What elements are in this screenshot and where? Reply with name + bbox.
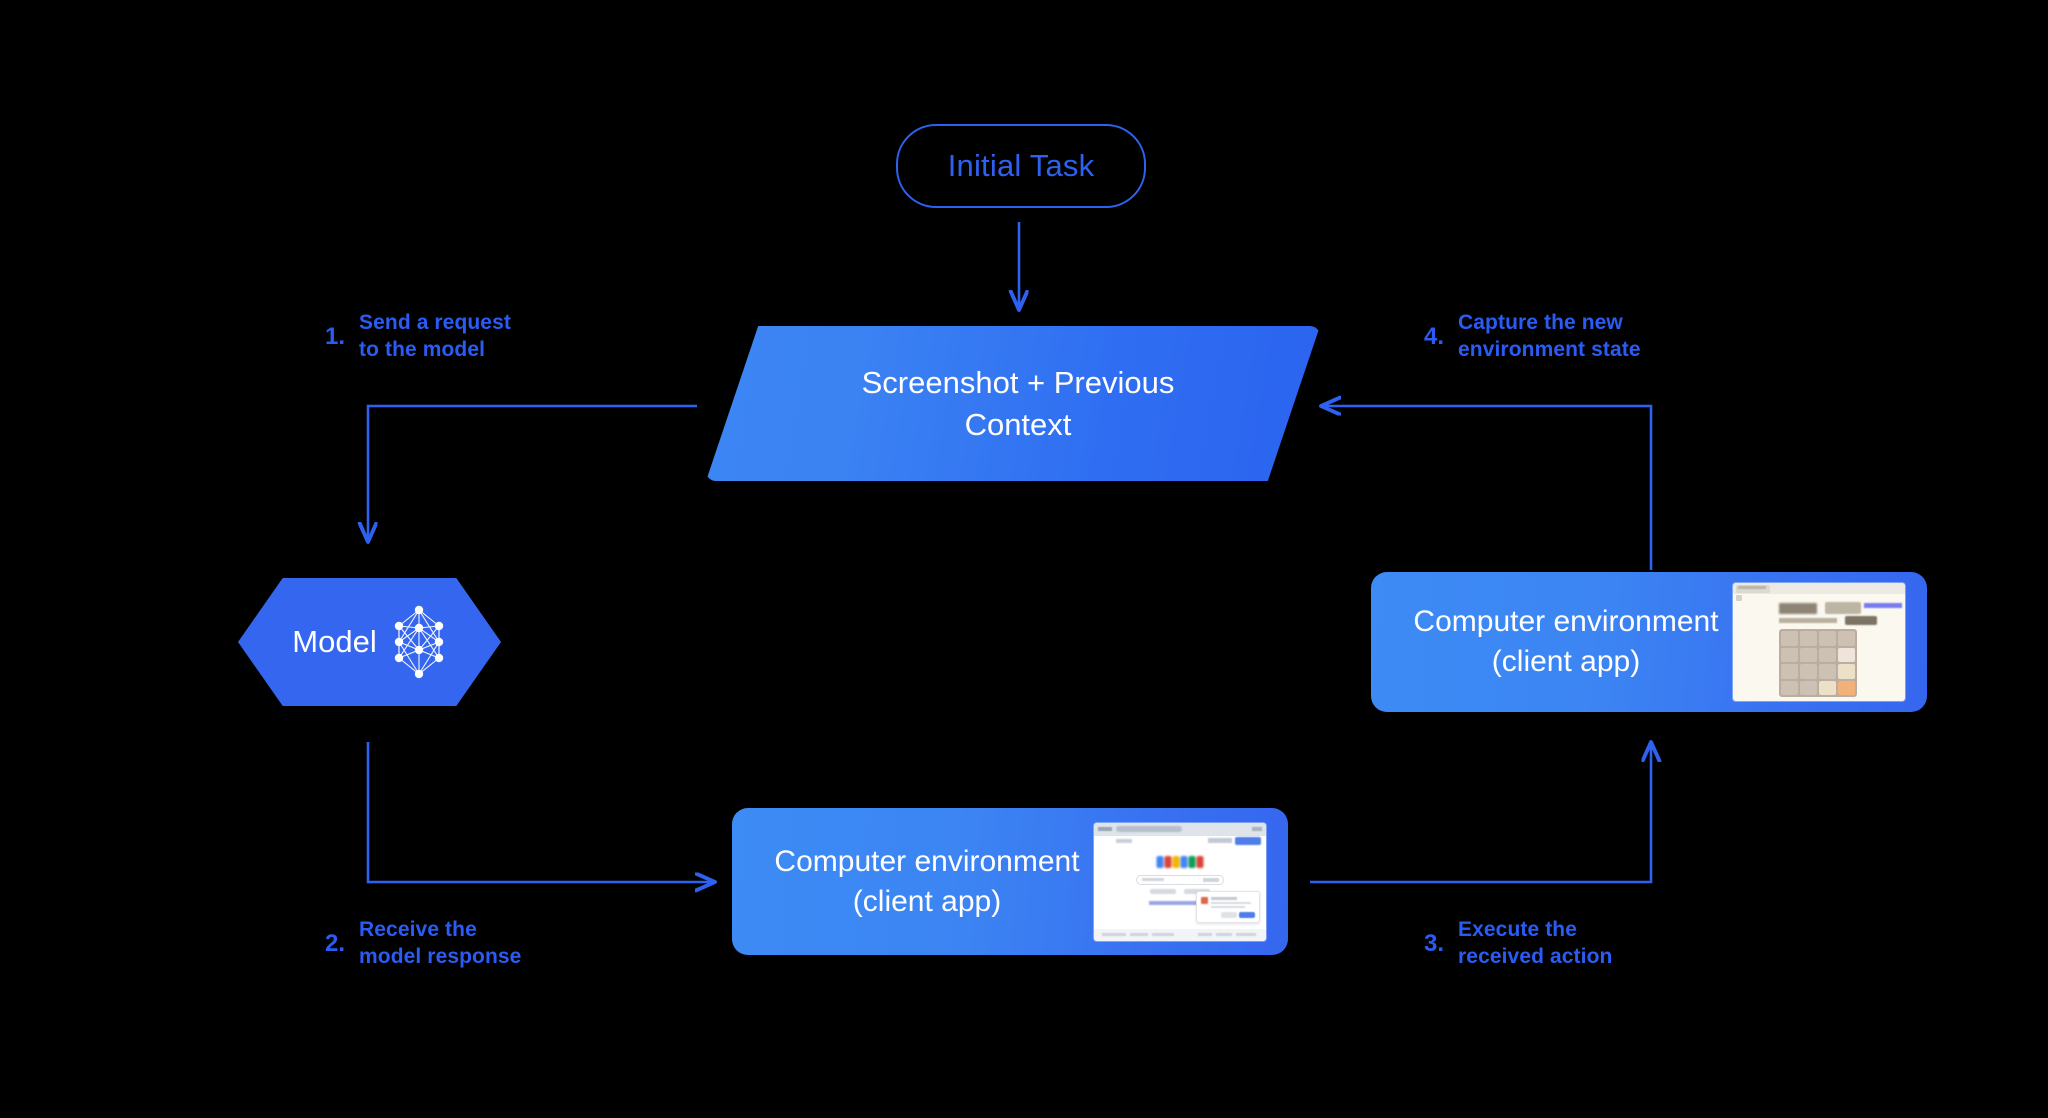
- neural-network-icon: [391, 604, 447, 680]
- wire-env-right-to-context: [1321, 406, 1653, 570]
- step-2-line1: Receive the: [359, 918, 477, 941]
- step-2-line2: model response: [359, 944, 522, 968]
- thumbnail-2048-game: [1733, 583, 1905, 701]
- wire-model-to-env-bottom: [366, 742, 715, 882]
- thumbnail-google-search: [1094, 822, 1266, 941]
- step-4-number: 4.: [1424, 322, 1445, 350]
- wire-context-to-model: [368, 404, 697, 542]
- env-bottom-line1: Computer environment: [774, 844, 1080, 878]
- step-2-caption: 2. Receive the model response: [325, 917, 521, 971]
- step-1-number: 1.: [325, 322, 346, 350]
- screenshot-context-line1: Screenshot + Previous: [861, 365, 1175, 401]
- initial-task-label: Initial Task: [947, 148, 1095, 183]
- step-4-line2: environment state: [1458, 337, 1641, 361]
- initial-task-node: Initial Task: [896, 124, 1146, 208]
- step-4-caption: 4. Capture the new environment state: [1424, 310, 1641, 364]
- screenshot-context-node: Screenshot + Previous Context: [706, 326, 1320, 481]
- step-3-number: 3.: [1424, 929, 1445, 957]
- step-3-line2: received action: [1458, 944, 1613, 968]
- model-node: Model: [238, 578, 501, 706]
- step-4-line1: Capture the new: [1458, 311, 1623, 334]
- step-1-line2: to the model: [359, 337, 486, 361]
- step-1-caption: 1. Send a request to the model: [325, 310, 511, 364]
- google-logo-icon: [1156, 855, 1204, 868]
- screenshot-context-line2: Context: [964, 406, 1072, 442]
- env-card-bottom: Computer environment (client app): [732, 808, 1288, 955]
- step-2-number: 2.: [325, 929, 346, 957]
- env-bottom-line2: (client app): [852, 884, 1002, 918]
- env-right-line2: (client app): [1491, 645, 1641, 678]
- env-card-right: Computer environment (client app): [1371, 572, 1927, 712]
- step-3-line1: Execute the: [1458, 918, 1577, 941]
- step-1-line1: Send a request: [359, 311, 511, 334]
- model-label: Model: [292, 624, 377, 659]
- env-right-line1: Computer environment: [1413, 605, 1719, 639]
- wire-env-bottom-to-env-right: [1310, 742, 1651, 884]
- step-3-caption: 3. Execute the received action: [1424, 917, 1612, 971]
